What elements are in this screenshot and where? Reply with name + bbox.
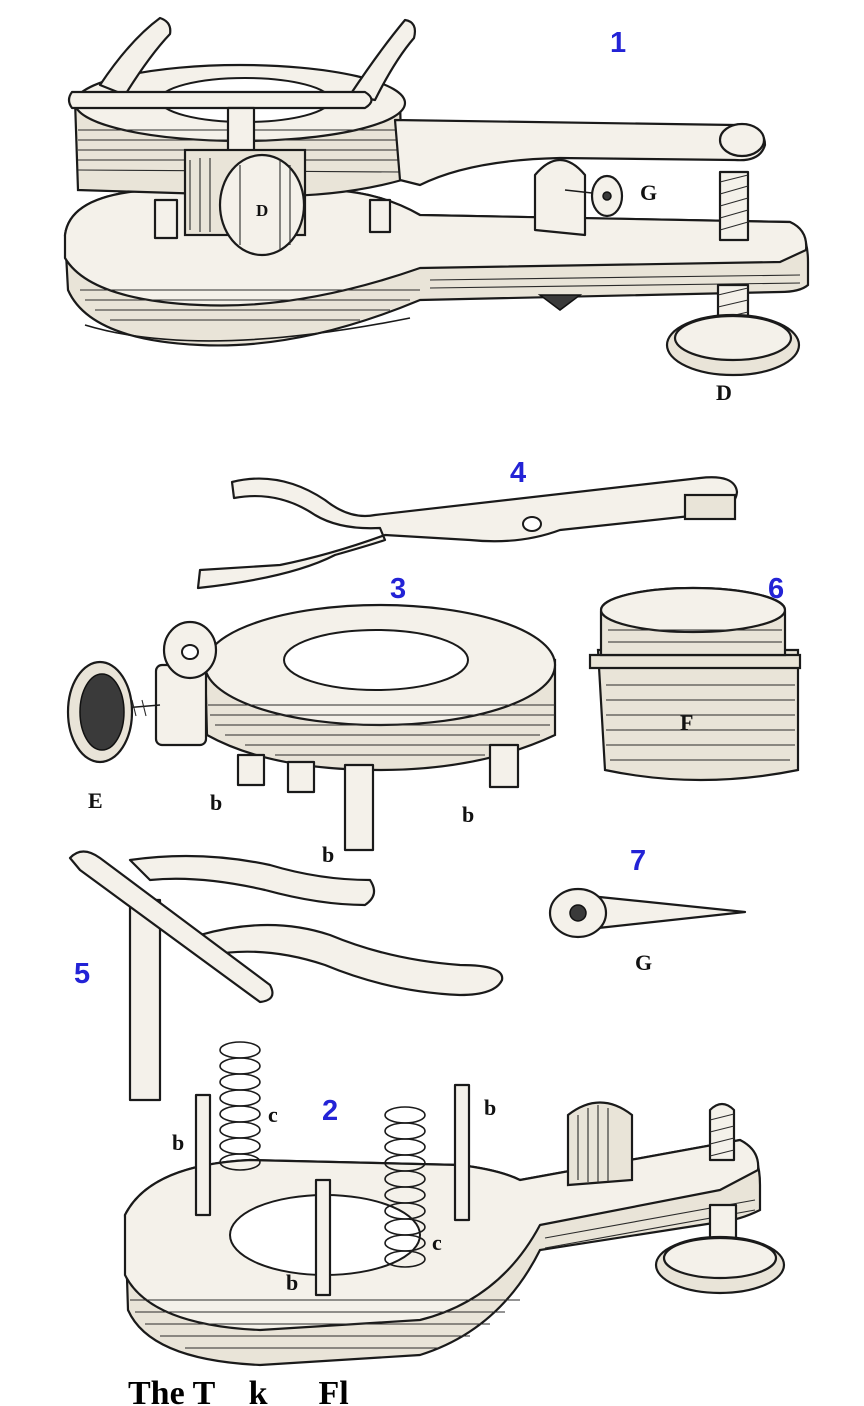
fig2-post-left (194, 1093, 212, 1217)
fig3-number: 3 (390, 573, 406, 605)
fig3-label-b-right: b (462, 802, 474, 827)
fig2-base-hatching (130, 1199, 756, 1349)
figure-4-tongs: 4 (196, 457, 739, 590)
fig5-upper-arm (128, 854, 376, 907)
fig6-label-f: F (680, 710, 693, 735)
fig2-screw-upper (708, 1102, 736, 1162)
fig3-leg-2 (286, 760, 316, 794)
fig6-cylinder-collar (588, 653, 802, 670)
fig2-base-top (123, 1138, 760, 1332)
fig2-spring-left (219, 1041, 261, 1171)
fig1-screw-upper (718, 170, 750, 242)
fig5-cross-bar (68, 850, 274, 1004)
fig4-tongs-body (196, 476, 739, 590)
fig1-base-hatching (80, 274, 801, 321)
fig7-needle-eye-center (569, 904, 587, 922)
fig1-number: 1 (610, 27, 626, 59)
fig1-screw-thread (719, 174, 749, 231)
fig2-bracket-hatching (577, 1105, 609, 1183)
fig1-thumb-wheel-top (673, 314, 793, 362)
fig1-tong-left (98, 16, 172, 97)
fig2-bracket (566, 1101, 634, 1187)
fig1-label-g: G (640, 180, 657, 205)
fig3-leg-4 (488, 743, 520, 789)
fig6-cylinder-cap (599, 586, 787, 634)
figure-5-lever: 5 (68, 850, 504, 1102)
fig2-post-lower (314, 1178, 332, 1297)
fig3-leg-1 (236, 753, 266, 787)
fig2-label-b-lower: b (286, 1270, 298, 1295)
fig1-label-d: D (716, 380, 732, 405)
fig2-label-c-center: c (432, 1230, 442, 1255)
fig4-number: 4 (510, 457, 526, 489)
fig3-leg-3 (343, 763, 375, 852)
fig2-thumb-wheel-top (662, 1236, 778, 1280)
fig1-base-lip (84, 317, 411, 342)
fig2-spring-center (384, 1106, 426, 1268)
fig1-tong-bar (67, 90, 373, 110)
fig2-label-b-left: b (172, 1130, 184, 1155)
fig3-label-b-center: b (322, 842, 334, 867)
fig2-number: 2 (322, 1095, 338, 1127)
fig3-ring-opening (283, 629, 469, 691)
caption-text: The T k Fl (128, 1375, 374, 1406)
fig2-screw-thread (709, 1113, 735, 1157)
figure-3-ring: 3 E b b b (66, 573, 557, 867)
fig3-label-e: E (88, 788, 103, 813)
fig1-bracket (533, 159, 587, 237)
fig1-label-d-roller: D (256, 201, 268, 220)
fig3-ring-hatching (208, 704, 555, 756)
fig6-cylinder-hatching (606, 629, 795, 761)
fig1-pin-disc-center (602, 191, 612, 201)
figure-7-needle: 7 G (548, 845, 747, 975)
fig6-number: 6 (768, 573, 784, 605)
fig1-roller-disc (218, 153, 306, 257)
fig1-roller-hatching (189, 158, 291, 250)
fig2-label-b-right: b (484, 1095, 496, 1120)
fig5-lower-arm (198, 923, 504, 997)
fig4-tongs-tip (683, 493, 737, 521)
fig3-label-b-left: b (210, 790, 222, 815)
fig3-screw-head-hole (181, 644, 199, 660)
fig1-leg-right (368, 198, 392, 234)
fig3-knob-face (79, 673, 125, 751)
fig7-label-g: G (635, 950, 652, 975)
figure-1-assembled-press: 1 G D D (63, 16, 810, 405)
fig5-number: 5 (74, 958, 90, 990)
fig4-pivot-hole (522, 516, 542, 532)
fig2-label-c-left: c (268, 1102, 278, 1127)
fig5-post (128, 898, 162, 1102)
fig1-tong-right (348, 18, 417, 102)
fig7-number: 7 (630, 845, 646, 877)
figure-2-base: 2 c c b b b (123, 1041, 786, 1367)
fig1-drip (537, 294, 583, 311)
fig1-leg-left (153, 198, 179, 240)
figure-6-cylinder: 6 F (588, 573, 802, 782)
fig1-lever-knob (718, 122, 766, 158)
fig2-post-right (453, 1083, 471, 1222)
